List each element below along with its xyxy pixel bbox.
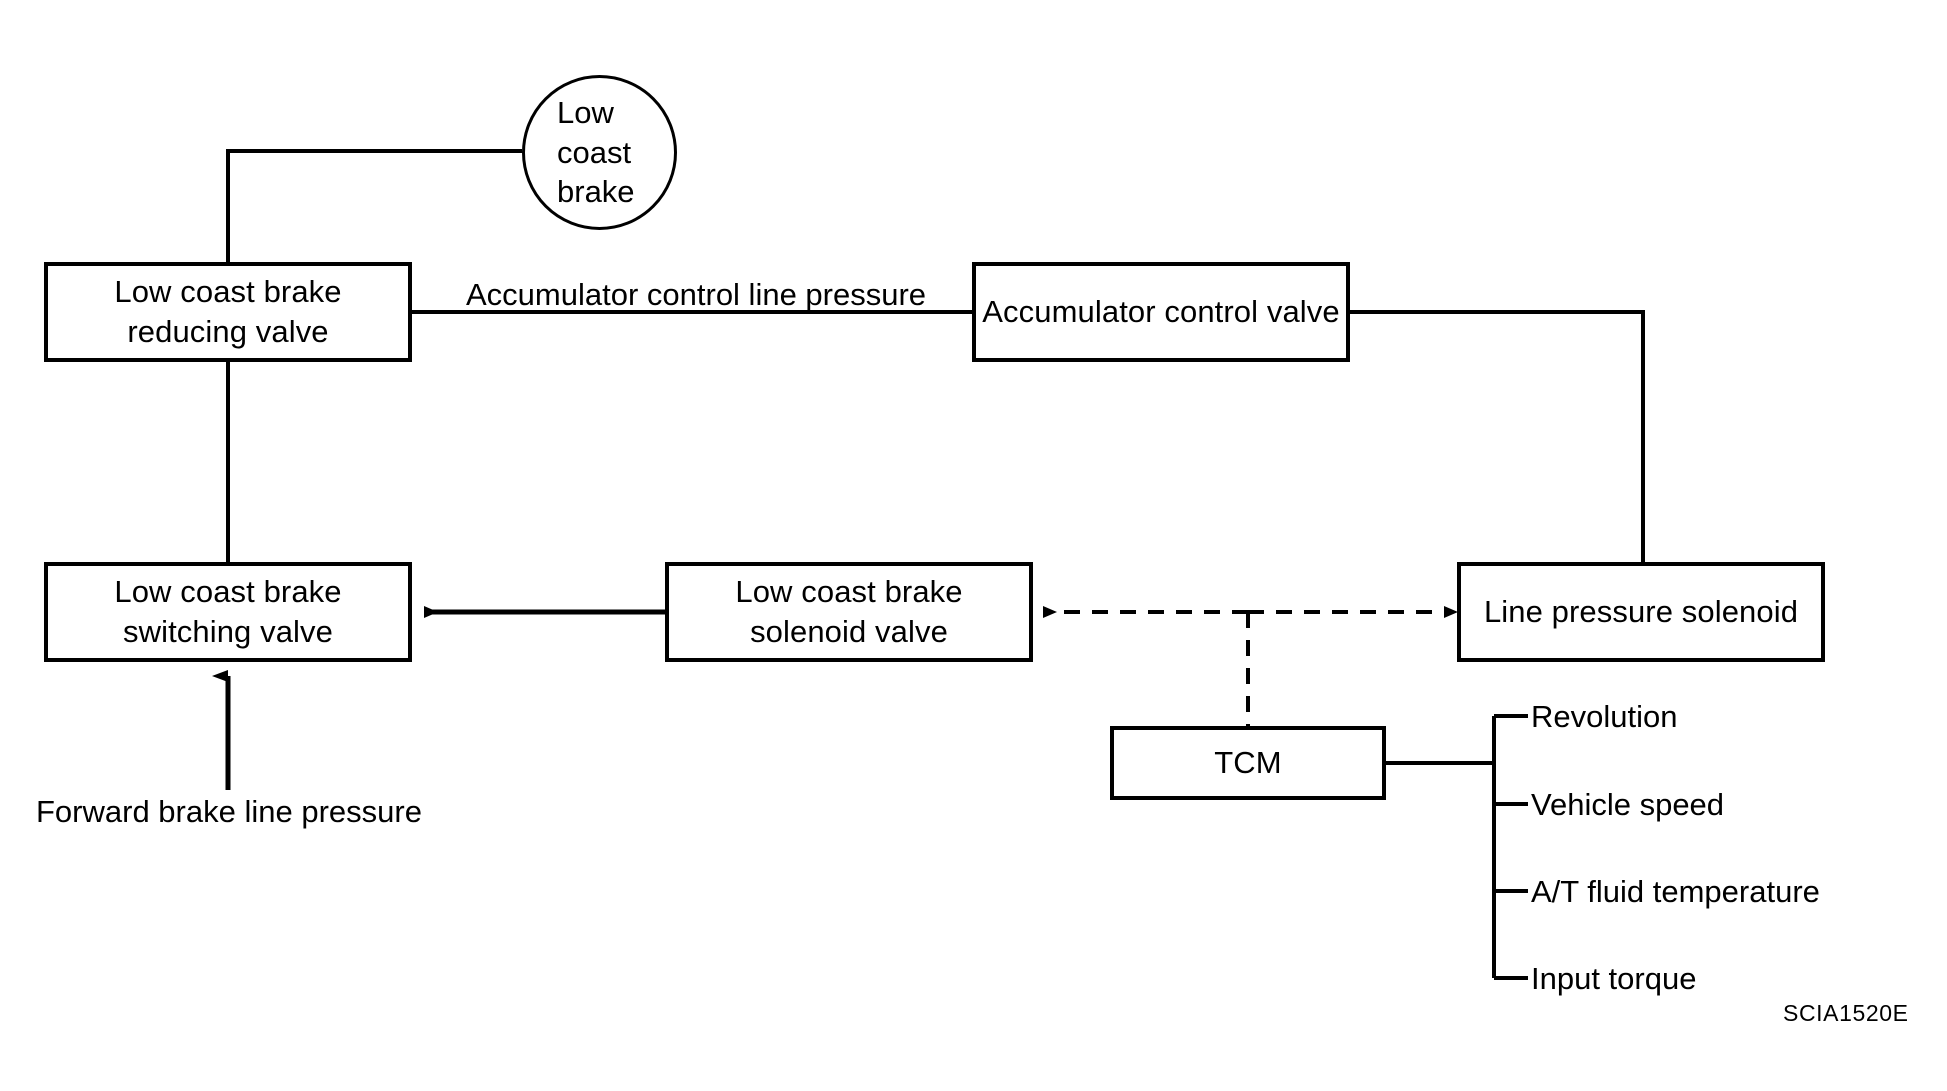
node-tcm[interactable]: TCM [1110, 726, 1386, 800]
node-low-coast-brake-line1: Low coast [557, 94, 632, 170]
node-low-coast-brake-reducing-valve-line1: Low coast brake [114, 273, 342, 309]
node-low-coast-brake-solenoid-valve-line1: Low coast brake [735, 573, 963, 609]
figure-reference-code: SCIA1520E [1783, 1000, 1909, 1026]
node-low-coast-brake-text: Low coast brake [525, 93, 674, 212]
node-tcm-label: TCM [1214, 744, 1282, 780]
node-low-coast-brake-switching-valve-line1: Low coast brake [114, 573, 342, 609]
node-low-coast-brake-line2: brake [557, 174, 635, 210]
connector-accumulator-control-valve-to-line-pressure-solenoid [1350, 310, 1645, 562]
label-accumulator-control-line-pressure: Accumulator control line pressure [466, 277, 927, 312]
node-low-coast-brake-reducing-valve-line2: reducing valve [127, 314, 329, 349]
tcm-input-label-at-fluid-temperature: A/T fluid temperature [1531, 874, 1820, 909]
tcm-input-label-vehicle-speed: Vehicle speed [1531, 787, 1725, 822]
node-accumulator-control-valve[interactable]: Accumulator control valve [972, 262, 1350, 362]
node-low-coast-brake-solenoid-valve[interactable]: Low coast brake solenoid valve [665, 562, 1033, 662]
node-low-coast-brake-switching-valve-line2: switching valve [123, 614, 333, 649]
node-line-pressure-solenoid[interactable]: Line pressure solenoid [1457, 562, 1825, 662]
node-line-pressure-solenoid-line1: Line pressure solenoid [1483, 593, 1799, 629]
tcm-input-label-input-torque: Input torque [1531, 961, 1697, 996]
node-low-coast-brake-solenoid-valve-line2: solenoid valve [750, 614, 948, 649]
node-low-coast-brake-reducing-valve[interactable]: Low coast brake reducing valve [44, 262, 412, 362]
node-low-coast-brake-switching-valve[interactable]: Low coast brake switching valve [44, 562, 412, 662]
node-low-coast-brake[interactable]: Low coast brake [522, 75, 677, 230]
label-forward-brake-line-pressure: Forward brake line pressure [36, 794, 422, 829]
tcm-input-label-revolution: Revolution [1531, 699, 1678, 734]
node-accumulator-control-valve-line1: Accumulator control valve [982, 293, 1340, 329]
